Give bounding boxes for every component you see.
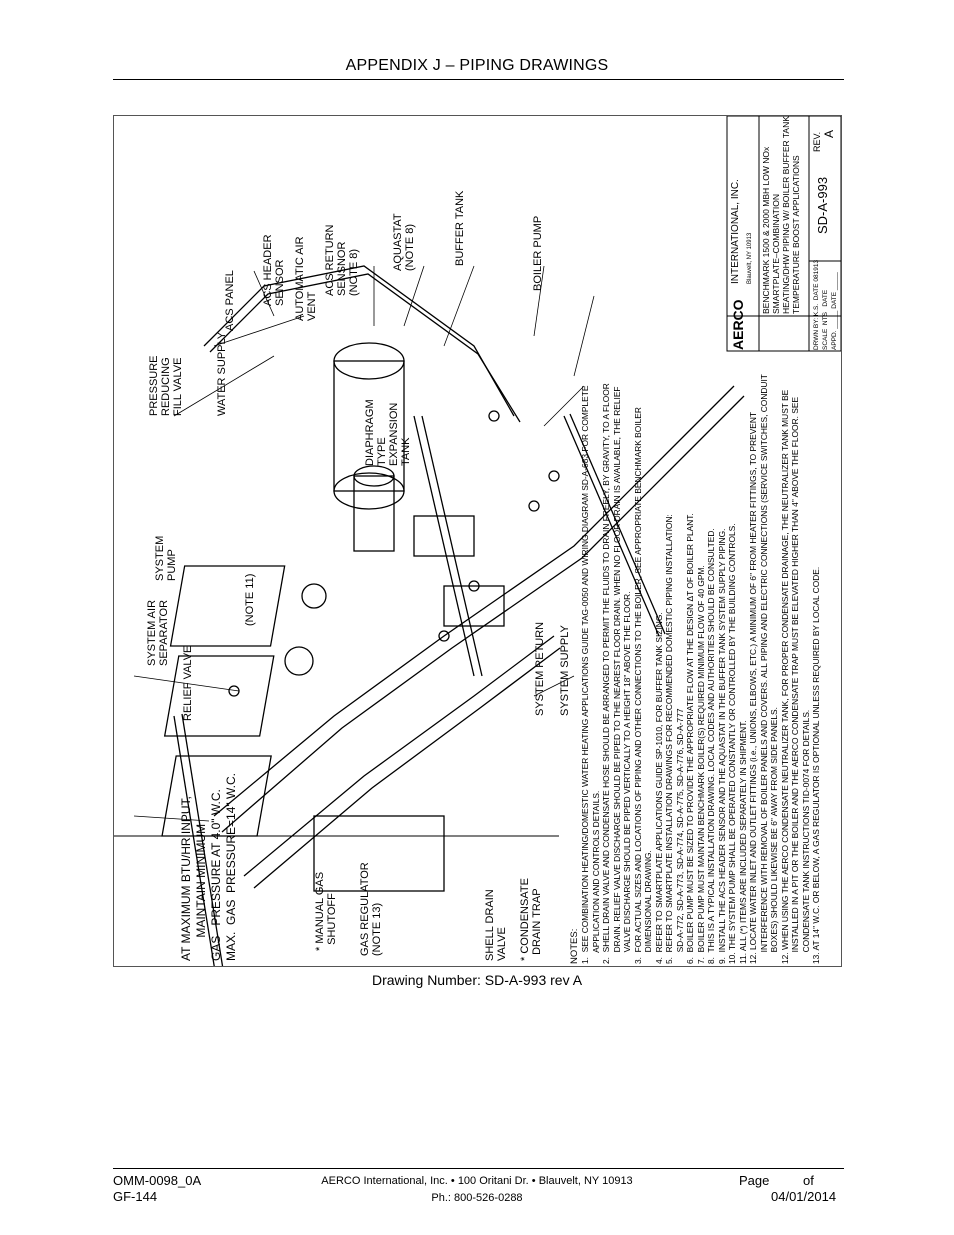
note-line: 2. SHELL DRAIN VALVE AND CONDENSATE HOSE…: [601, 383, 611, 964]
label-note-11: (NOTE 11): [244, 573, 256, 626]
title-block-logo: AERCO: [730, 299, 746, 350]
note-line: 3. FOR ACTUAL SIZES AND LOCATIONS OF PIP…: [632, 407, 643, 964]
title-block-approved: APPD. _____ DATE _____: [831, 272, 838, 350]
label-system-air-separator: SYSTEM AIR SEPARATOR: [146, 599, 170, 666]
footer-of-label: of: [803, 1173, 814, 1188]
piping-schematic: [114, 116, 841, 966]
label-system-pump: SYSTEM PUMP: [154, 535, 178, 581]
title-block-number: SD-A-993: [815, 176, 830, 234]
label-system-return: SYSTEM RETURN: [534, 621, 546, 716]
piping-drawing: ACS PANEL ACS HEADER SENSOR WATER SUPPLY…: [113, 115, 842, 967]
label-automatic-air-vent: AUTOMATIC AIR VENT: [294, 236, 318, 321]
note-line: 4. REFER TO SMARTPLATE APPLICATIONS GUID…: [653, 612, 664, 964]
note-line: APPLICATION AND CONTROLS DETAILS.: [590, 790, 601, 964]
note-line: 12. LOCATE WATER INLET AND OUTLET FITTIN…: [748, 411, 758, 964]
note-line: 1. SEE COMBINATION HEATING/DOMESTIC WATE…: [580, 385, 590, 964]
title-block-city: Blauvelt, NY 10913: [747, 232, 753, 284]
title-block-title: BENCHMARK 1500 & 2000 MBH LOW NOx SMARTP…: [761, 116, 801, 314]
label-water-supply: WATER SUPPLY: [216, 331, 228, 416]
label-shell-drain-valve: SHELL DRAIN VALVE: [484, 889, 508, 961]
label-condensate-drain-trap: * CONDENSATE DRAIN TRAP: [519, 878, 543, 961]
title-block-rev: A: [822, 129, 836, 138]
note-line: 13. AT 14" W.C. OR BELOW, A GAS REGULATO…: [811, 566, 821, 964]
footer-rule: [113, 1168, 844, 1169]
label-manual-gas-shutoff: * MANUAL GAS SHUTOFF: [314, 871, 338, 951]
note-line: 9. INSTALL THE ACS HEADER SENSOR AND THE…: [716, 528, 727, 964]
note-line: CONDENSATE TANK INSTRUCTIONS TID-0074 FO…: [800, 709, 811, 964]
note-line: DRAIN. RELIEF VALVE DISCHARGE SHOULD BE …: [611, 386, 622, 964]
label-acs-header-sensor: ACS HEADER SENSOR: [262, 234, 286, 306]
label-diaphragm-expansion-tank: DIAPHRAGM TYPE EXPANSION TANK: [364, 399, 412, 466]
header-rule: [113, 79, 844, 80]
label-system-supply: SYSTEM SUPPLY: [559, 625, 571, 716]
label-acs-panel: ACS PANEL: [224, 270, 236, 331]
page-header-title: APPENDIX J – PIPING DRAWINGS: [345, 57, 609, 74]
label-buffer-tank: BUFFER TANK: [454, 190, 466, 266]
note-line: SD-A-772, SD-A-773, SD-A-774, SD-A-775, …: [674, 708, 685, 964]
footer-page-label: Page: [739, 1173, 770, 1188]
note-line: INTERFERENCE WITH REMOVAL OF BOILER PANE…: [758, 374, 769, 964]
note-line: BOXES) SHOULD LIKEWISE BE 6" AWAY FROM S…: [769, 707, 779, 964]
note-line: VALVE DISCHARGE SHOULD BE PIPED VERTICAL…: [622, 591, 632, 964]
note-line: 12. WHEN USING THE AERCO CONDENSATE NEUT…: [779, 389, 790, 964]
note-line: 6. BOILER PUMP MUST BE SIZED TO PROVIDE …: [685, 513, 695, 964]
label-gas-regulator: GAS REGULATOR (NOTE 13): [359, 862, 383, 956]
footer-doc-id: OMM-0098_0A: [113, 1173, 202, 1188]
label-pressure-reducing-fill-valve: PRESSURE REDUCING FILL VALVE: [148, 355, 184, 416]
note-line: 10. THE SYSTEM PUMP SHALL BE OPERATED CO…: [727, 523, 737, 964]
notes-title: NOTES:: [569, 928, 580, 964]
title-block-company: INTERNATIONAL, INC.: [730, 179, 741, 284]
notes-list: 1. SEE COMBINATION HEATING/DOMESTIC WATE…: [580, 374, 822, 964]
note-line: 8. THIS IS A TYPICAL INSTALLATION DRAWIN…: [706, 528, 716, 964]
note-line: 5. REFER TO SMARTPLATE INSTALLATION DRAW…: [664, 514, 674, 964]
footer-date: 04/01/2014: [771, 1189, 837, 1204]
note-line: DIMENSIONAL DRAWING.: [643, 850, 653, 964]
drawing-caption: Drawing Number: SD-A-993 rev A: [371, 972, 583, 988]
note-line: 11. ALL (*) ITEMS ARE INCLUDED SEPARATEL…: [737, 720, 748, 964]
label-relief-valve: RELIEF VALVE: [182, 645, 194, 721]
label-aquastat: AQUASTAT (NOTE 8): [392, 213, 416, 271]
note-line: INSTALLED IN A PIT OR THE BOILER AND THE…: [790, 396, 800, 964]
note-line: 7. BOILER PUMP MUST MAINTAIN BENCHMARK B…: [695, 565, 706, 964]
footer-phone: Ph.: 800-526-0288: [431, 1192, 523, 1204]
footer-address: AERCO International, Inc. • 100 Oritani …: [321, 1175, 633, 1187]
label-boiler-pump: BOILER PUMP: [532, 215, 544, 291]
footer-form: GF-144: [113, 1189, 158, 1204]
label-acs-return-sensor: ACS RETURN SENSNOR (NOTE 8): [324, 224, 360, 296]
label-gas-pressure-note: AT MAXIMUM BTU/HR INPUT, MAINTAIN MINIMU…: [179, 773, 238, 961]
